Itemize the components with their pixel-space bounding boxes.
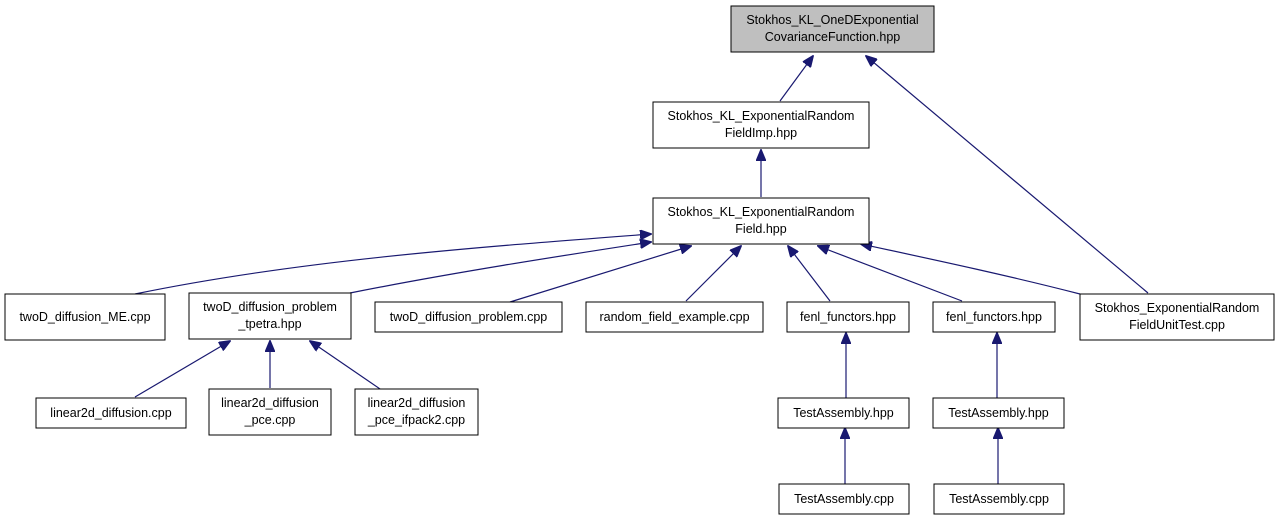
edge-fenl1-to-field [788, 246, 831, 302]
node-twod-diffusion-me[interactable]: twoD_diffusion_ME.cpp [4, 293, 166, 341]
node-label-line: linear2d_diffusion.cpp [50, 406, 171, 420]
node-label-line: _pce.cpp [244, 413, 296, 427]
node-label-line: twoD_diffusion_ME.cpp [19, 310, 150, 324]
node-label-line: twoD_diffusion_problem [203, 300, 337, 314]
node-label-line: TestAssembly.cpp [794, 492, 894, 506]
node-label-line: Field.hpp [735, 222, 786, 236]
node-label-line: FieldImp.hpp [725, 126, 797, 140]
edge-lin2d-to-tpetra [134, 341, 230, 398]
node-label-line: TestAssembly.hpp [793, 406, 894, 420]
node-label-line: Stokhos_KL_OneDExponential [746, 13, 918, 27]
node-testassembly-hpp-2[interactable]: TestAssembly.hpp [932, 397, 1065, 429]
node-twod-diffusion-problem[interactable]: twoD_diffusion_problem.cpp [374, 301, 563, 333]
node-label-line: TestAssembly.hpp [948, 406, 1049, 420]
edge-problem-to-field [509, 246, 691, 303]
node-linear2d-diffusion[interactable]: linear2d_diffusion.cpp [35, 397, 187, 429]
node-random-field-example[interactable]: random_field_example.cpp [585, 301, 764, 333]
node-label-line: Stokhos_KL_ExponentialRandom [668, 205, 855, 219]
node-label-line: _tpetra.hpp [237, 317, 301, 331]
edge-imp-to-root [779, 56, 813, 102]
node-label-line: TestAssembly.cpp [949, 492, 1049, 506]
node-label-line: Stokhos_KL_ExponentialRandom [668, 109, 855, 123]
node-testassembly-hpp-1[interactable]: TestAssembly.hpp [777, 397, 910, 429]
edge-me-to-field [134, 234, 651, 295]
node-twod-diffusion-problem-tpetra[interactable]: twoD_diffusion_problem _tpetra.hpp [188, 292, 352, 340]
node-testassembly-cpp-1[interactable]: TestAssembly.cpp [778, 483, 910, 515]
node-linear2d-diffusion-pce-ifpack2[interactable]: linear2d_diffusion _pce_ifpack2.cpp [354, 388, 479, 436]
node-linear2d-diffusion-pce[interactable]: linear2d_diffusion _pce.cpp [208, 388, 332, 436]
edge-lin2difp-to-tpetra [310, 341, 384, 392]
node-fenl-functors-2[interactable]: fenl_functors.hpp [932, 301, 1056, 333]
edge-fenl2-to-field [818, 246, 963, 302]
edges [134, 56, 1149, 484]
node-label-line: fenl_functors.hpp [800, 310, 896, 324]
node-label-line: random_field_example.cpp [599, 310, 749, 324]
node-label-line: CovarianceFunction.hpp [765, 30, 901, 44]
node-fenl-functors-1[interactable]: fenl_functors.hpp [786, 301, 910, 333]
node-onedexponential-covariancefunction[interactable]: Stokhos_KL_OneDExponential CovarianceFun… [730, 5, 935, 53]
node-label-line: twoD_diffusion_problem.cpp [390, 310, 548, 324]
node-exponentialrandomfieldimp[interactable]: Stokhos_KL_ExponentialRandom FieldImp.hp… [652, 101, 870, 149]
node-exponentialrandomfieldunittest[interactable]: Stokhos_ExponentialRandom FieldUnitTest.… [1079, 293, 1275, 341]
edge-unittest-to-root [866, 56, 1149, 294]
node-label-line: _pce_ifpack2.cpp [367, 413, 465, 427]
edge-unittest-to-field [861, 244, 1081, 295]
node-label-line: linear2d_diffusion [368, 396, 466, 410]
node-label-line: FieldUnitTest.cpp [1129, 318, 1225, 332]
edge-random-to-field [685, 246, 741, 302]
node-exponentialrandomfield[interactable]: Stokhos_KL_ExponentialRandom Field.hpp [652, 197, 870, 245]
node-label-line: Stokhos_ExponentialRandom [1095, 301, 1260, 315]
edge-tpetra-to-field [349, 242, 651, 294]
node-testassembly-cpp-2[interactable]: TestAssembly.cpp [933, 483, 1065, 515]
node-label-line: linear2d_diffusion [221, 396, 319, 410]
nodes: Stokhos_KL_OneDExponential CovarianceFun… [4, 5, 1275, 515]
node-label-line: fenl_functors.hpp [946, 310, 1042, 324]
